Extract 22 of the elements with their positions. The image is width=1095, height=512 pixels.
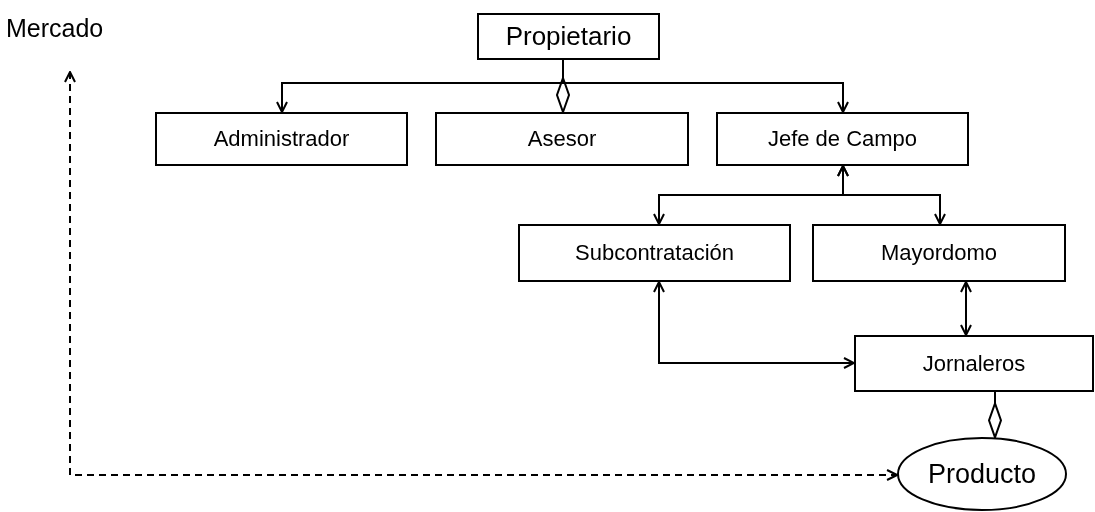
ellipse-node <box>897 437 1067 511</box>
node-label: Jornaleros <box>922 350 1026 377</box>
process-box <box>477 13 660 60</box>
node-label: Administrador <box>213 126 350 152</box>
process-box <box>716 112 969 166</box>
node-label: Mayordomo <box>880 240 998 266</box>
process-box <box>854 335 1094 392</box>
process-box <box>435 112 689 166</box>
node-label: Mercado <box>6 14 104 43</box>
arrow <box>960 281 972 336</box>
node-label: Propietario <box>505 21 632 52</box>
arrow <box>64 71 899 481</box>
process-box <box>518 224 791 282</box>
node-label: Asesor <box>527 126 597 152</box>
process-box <box>812 224 1066 282</box>
arrow <box>837 165 946 225</box>
process-box <box>155 112 408 166</box>
arrow <box>562 59 849 113</box>
node-label: Jefe de Campo <box>767 126 918 152</box>
node-label: Producto <box>927 458 1037 490</box>
node-label: Subcontratación <box>575 240 734 266</box>
arrow <box>653 281 855 369</box>
